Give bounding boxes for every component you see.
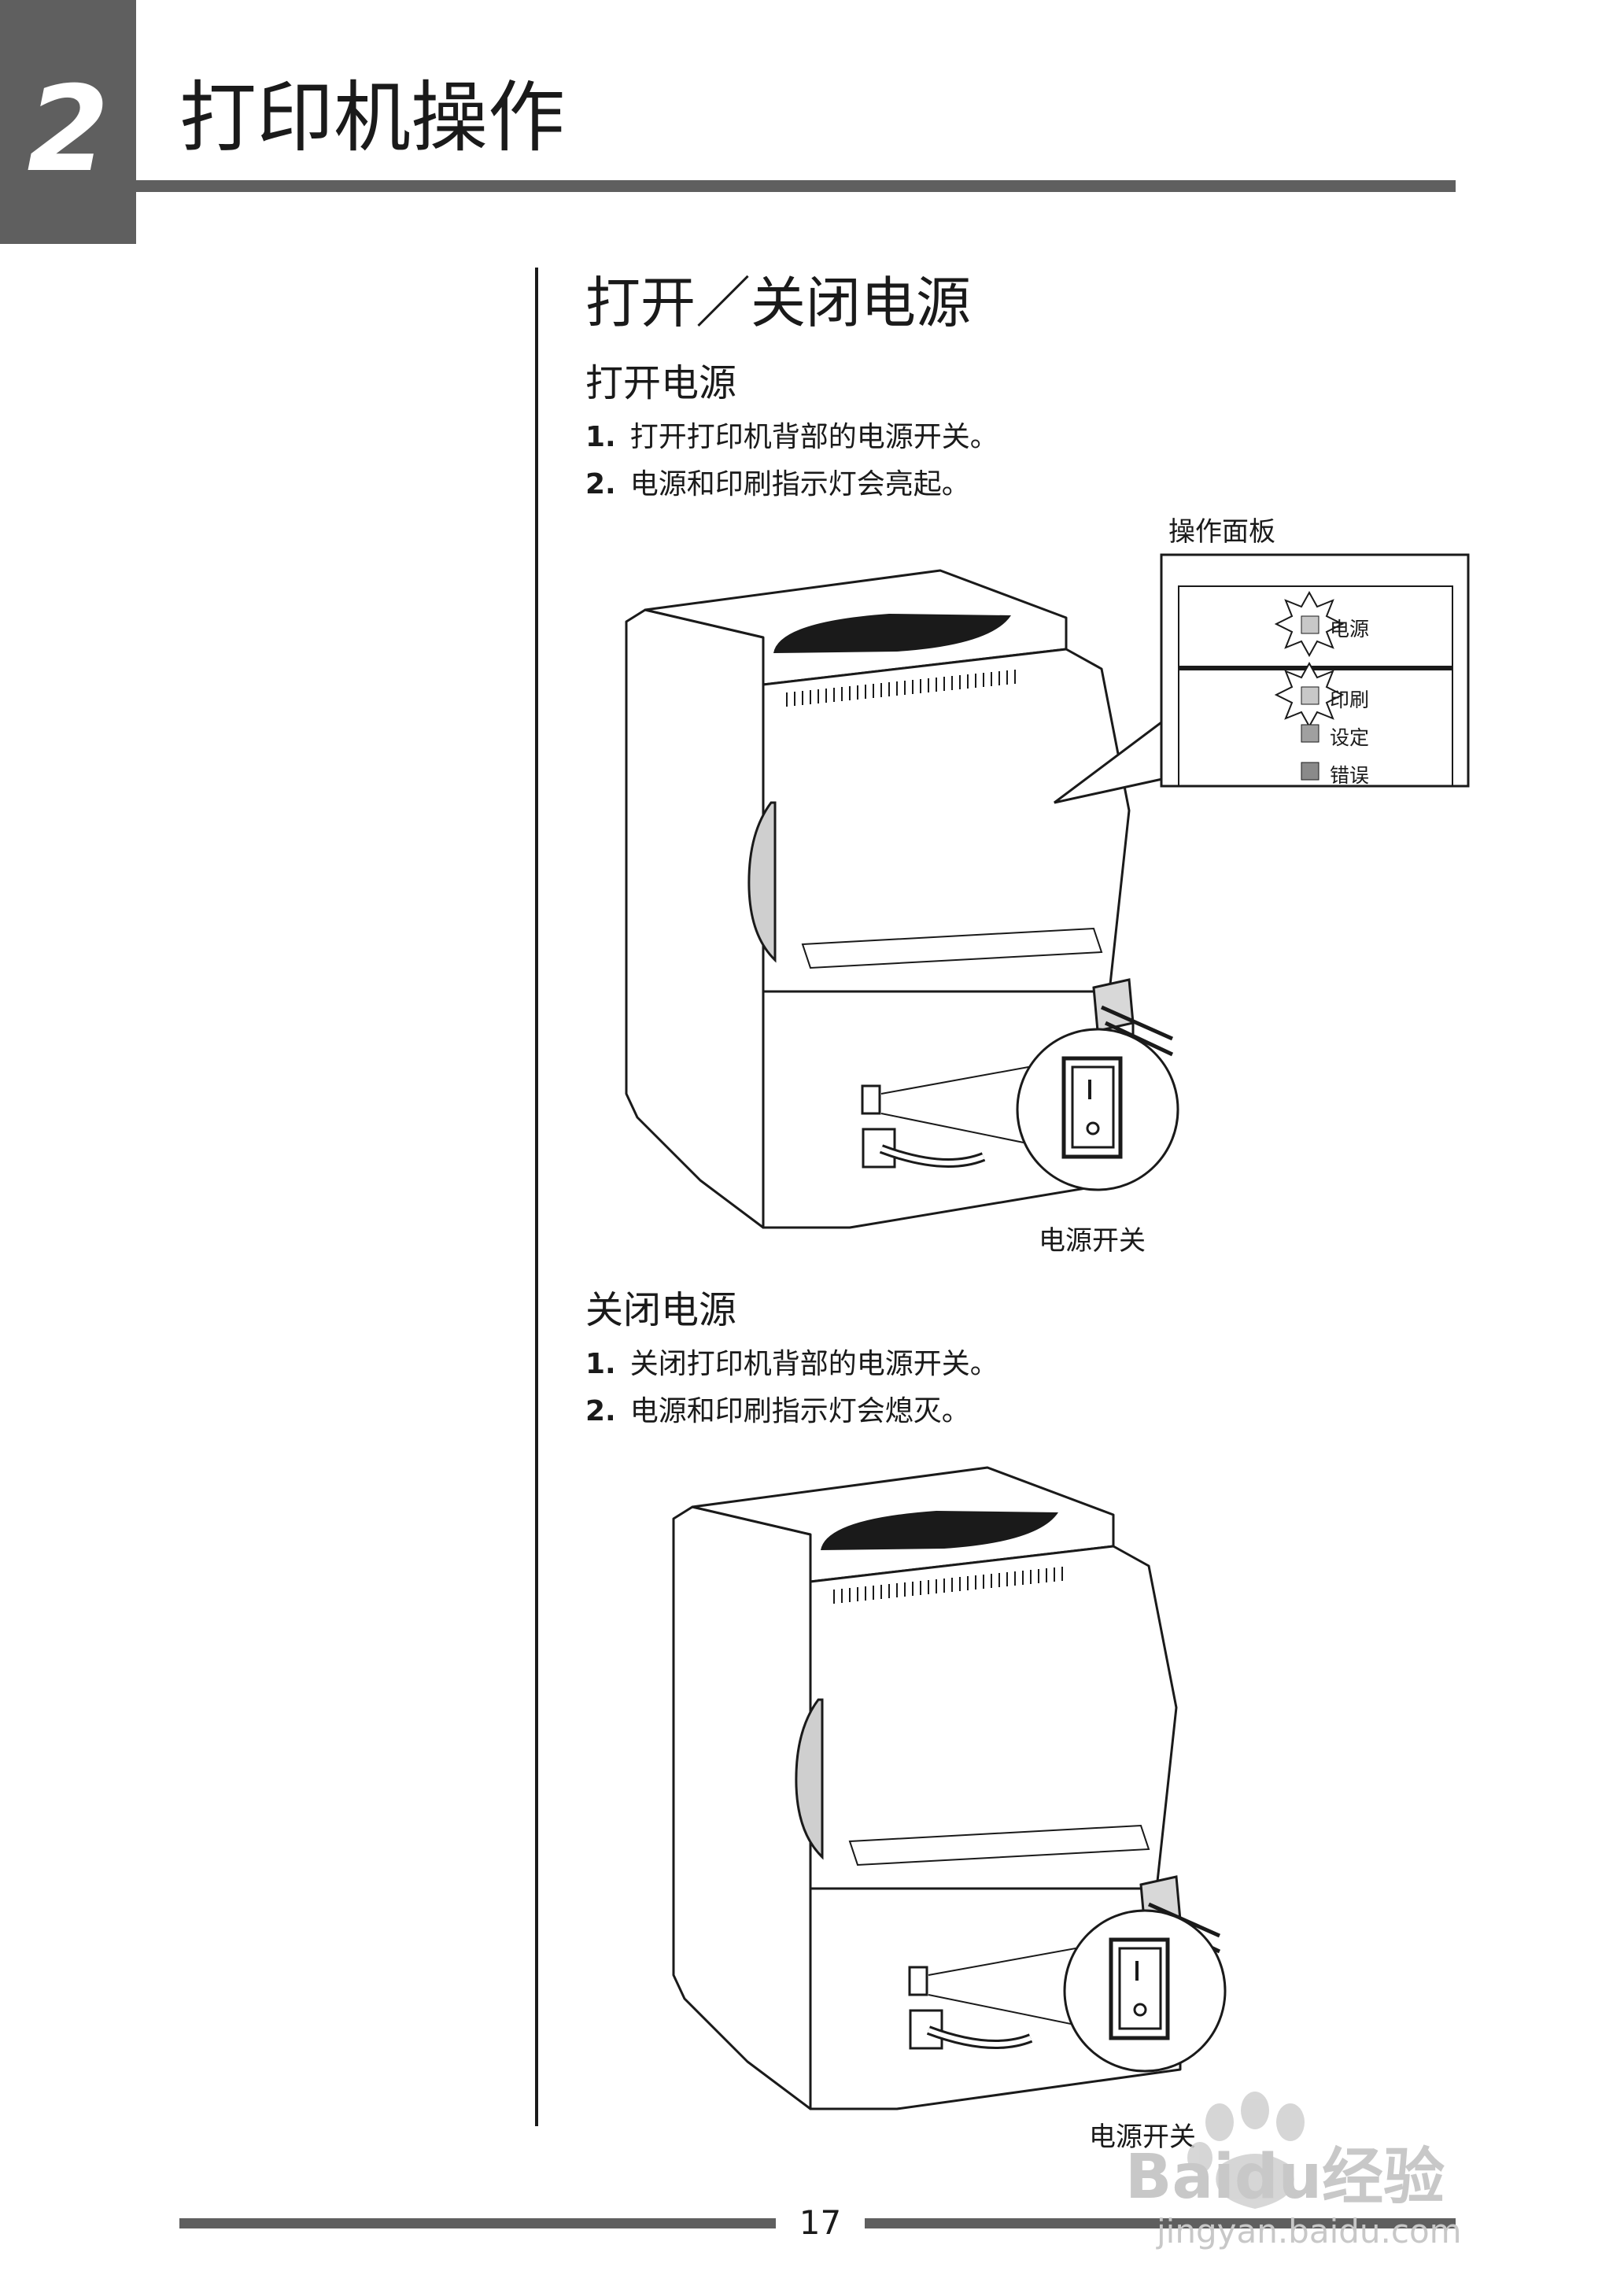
step-number: 2. — [585, 468, 616, 500]
indicator-label-error: 错误 — [1330, 764, 1370, 787]
power-switch-caption-on: 电源开关 — [1039, 1225, 1146, 1257]
section-title: 打开／关闭电源 — [585, 271, 971, 335]
watermark: Baidu经验 jingyan.baidu.com — [1125, 2079, 1534, 2252]
header-rule — [136, 180, 1456, 192]
content-divider — [535, 268, 538, 2126]
printer-illustration-on — [625, 569, 1182, 1229]
indicator-label-setting: 设定 — [1330, 726, 1370, 749]
footer-rule-right — [865, 2218, 1456, 2228]
power-off-step-1: 1. 关闭打印机背部的电源开关。 — [585, 1347, 998, 1382]
step-text: 电源和印刷指示灯会熄灭。 — [629, 1395, 970, 1427]
power-on-step-1: 1. 打开打印机背部的电源开关。 — [585, 420, 998, 455]
operation-panel-title: 操作面板 — [1168, 516, 1275, 548]
watermark-url: jingyan.baidu.com — [1157, 2212, 1462, 2251]
chapter-title: 打印机操作 — [179, 73, 566, 163]
footer-rule-left — [179, 2218, 776, 2228]
step-text: 电源和印刷指示灯会亮起。 — [629, 468, 970, 500]
step-text: 打开打印机背部的电源开关。 — [629, 421, 998, 453]
power-on-title: 打开电源 — [585, 361, 737, 405]
step-text: 关闭打印机背部的电源开关。 — [629, 1348, 998, 1380]
power-off-step-2: 2. 电源和印刷指示灯会熄灭。 — [585, 1394, 970, 1429]
step-number: 1. — [585, 1348, 616, 1380]
step-number: 1. — [585, 421, 616, 453]
power-switch-caption-off: 电源开关 — [1089, 2121, 1196, 2153]
step-number: 2. — [585, 1395, 616, 1427]
chapter-number-box — [0, 0, 136, 244]
operation-panel — [1160, 553, 1470, 788]
watermark-brand: Baidu经验 — [1125, 2142, 1445, 2213]
baidu-paw-logo — [1187, 2092, 1305, 2209]
power-on-step-2: 2. 电源和印刷指示灯会亮起。 — [585, 467, 970, 502]
chapter-number: 2 — [27, 61, 109, 198]
printer-illustration-off — [672, 1466, 1227, 2110]
page-number: 17 — [799, 2203, 842, 2242]
power-off-title: 关闭电源 — [585, 1288, 737, 1332]
indicator-label-print: 印刷 — [1330, 689, 1370, 711]
indicator-label-power: 电源 — [1330, 618, 1370, 641]
